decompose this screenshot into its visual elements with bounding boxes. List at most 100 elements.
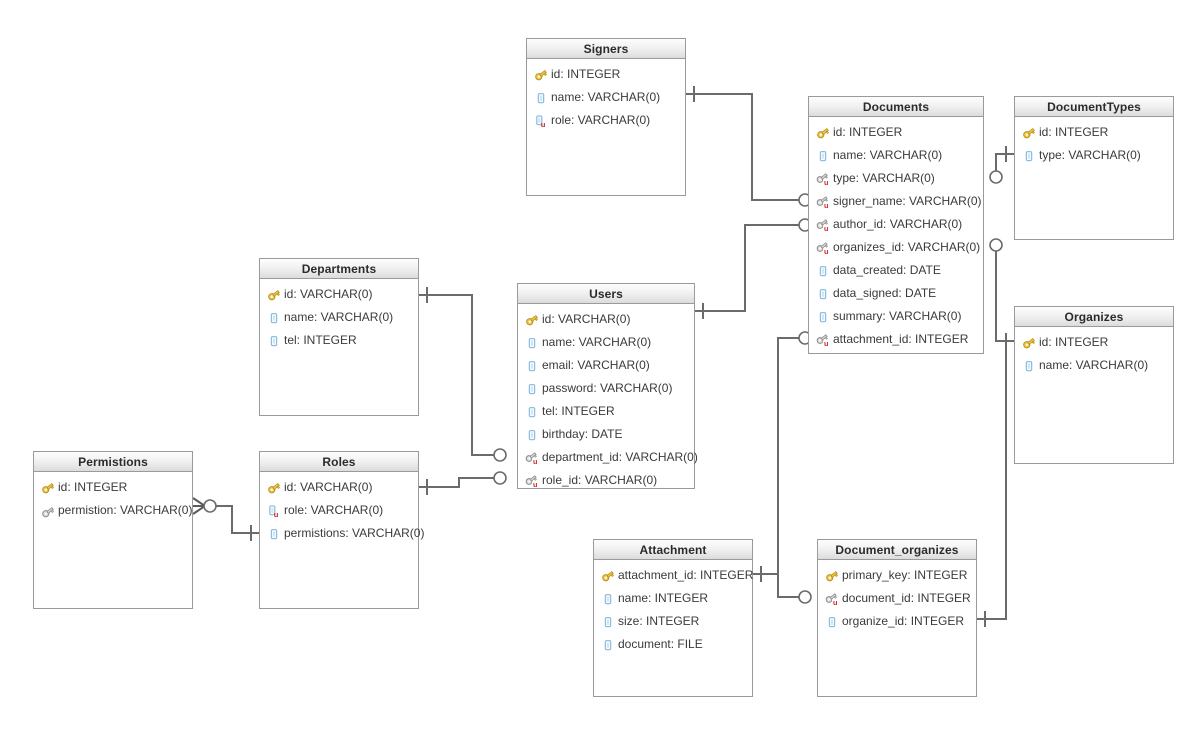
attribute-row[interactable]: name: VARCHAR(0)	[518, 331, 694, 354]
attribute-row[interactable]: data_created: DATE	[809, 259, 983, 282]
attribute-label: id: VARCHAR(0)	[542, 312, 631, 326]
attribute-row[interactable]: u role: VARCHAR(0)	[527, 109, 685, 132]
attribute-row[interactable]: u role_id: VARCHAR(0)	[518, 469, 694, 492]
attribute-row[interactable]: id: VARCHAR(0)	[260, 476, 418, 499]
attribute-label: document: FILE	[618, 637, 703, 651]
connector-signers-documents	[686, 86, 812, 207]
column-icon	[604, 593, 612, 604]
foreign-key-icon: u	[816, 172, 830, 186]
attribute-row[interactable]: attachment_id: INTEGER	[594, 564, 754, 587]
attribute-row[interactable]: tel: INTEGER	[260, 329, 418, 352]
primary-key-icon	[602, 570, 614, 581]
svg-text:u: u	[533, 480, 537, 488]
foreign-key-icon: u	[525, 451, 539, 465]
attribute-label: name: INTEGER	[618, 591, 709, 605]
attribute-label: organize_id: INTEGER	[842, 614, 965, 628]
primary-key-icon	[1022, 126, 1036, 140]
entity-documenttypes[interactable]: DocumentTypes id: INTEGER type: VARCHAR(…	[1014, 96, 1174, 240]
attribute-row[interactable]: permistions: VARCHAR(0)	[260, 522, 424, 545]
attribute-row[interactable]: name: INTEGER	[594, 587, 752, 610]
entity-documents[interactable]: Documents id: INTEGER name: VARCHAR(0) u…	[808, 96, 984, 354]
attribute-row[interactable]: name: VARCHAR(0)	[809, 144, 983, 167]
attribute-row[interactable]: data_signed: DATE	[809, 282, 983, 305]
attribute-row[interactable]: u type: VARCHAR(0)	[809, 167, 983, 190]
attribute-row[interactable]: organize_id: INTEGER	[818, 610, 976, 633]
primary-key-icon	[534, 68, 548, 82]
attribute-row[interactable]: id: INTEGER	[1015, 331, 1173, 354]
attribute-label: role_id: VARCHAR(0)	[542, 473, 658, 487]
attribute-row[interactable]: permistion: VARCHAR(0)	[34, 499, 192, 522]
attribute-row[interactable]: email: VARCHAR(0)	[518, 354, 694, 377]
entity-signers[interactable]: Signers id: INTEGER name: VARCHAR(0) u r…	[526, 38, 686, 196]
column-icon	[270, 528, 278, 539]
attribute-row[interactable]: u signer_name: VARCHAR(0)	[809, 190, 983, 213]
attribute-row[interactable]: birthday: DATE	[518, 423, 694, 446]
attribute-row[interactable]: password: VARCHAR(0)	[518, 377, 694, 400]
attribute-label: data_signed: DATE	[833, 286, 937, 300]
entity-title-organizes: Organizes	[1015, 307, 1173, 327]
entity-permistions[interactable]: Permistions id: INTEGER permistion: VARC…	[33, 451, 193, 609]
attribute-row[interactable]: u department_id: VARCHAR(0)	[518, 446, 698, 469]
attribute-row[interactable]: document: FILE	[594, 633, 752, 656]
entity-attributes-permistions: id: INTEGER permistion: VARCHAR(0)	[34, 472, 192, 522]
column-icon	[537, 92, 545, 103]
entity-document_organizes[interactable]: Document_organizes primary_key: INTEGER …	[817, 539, 977, 697]
attribute-label: summary: VARCHAR(0)	[833, 309, 962, 323]
column-icon	[525, 382, 539, 396]
column-icon	[816, 287, 830, 301]
attribute-label: id: INTEGER	[1039, 125, 1109, 139]
column-icon	[604, 616, 612, 627]
attribute-row[interactable]: id: INTEGER	[809, 121, 983, 144]
attribute-label: name: VARCHAR(0)	[542, 335, 652, 349]
attribute-label: attachment_id: INTEGER	[618, 568, 754, 582]
attribute-row[interactable]: u author_id: VARCHAR(0)	[809, 213, 983, 236]
column-icon	[601, 615, 615, 629]
attribute-row[interactable]: type: VARCHAR(0)	[1015, 144, 1173, 167]
column-icon	[825, 615, 839, 629]
attribute-row[interactable]: size: INTEGER	[594, 610, 752, 633]
attribute-row[interactable]: id: INTEGER	[34, 476, 192, 499]
attribute-row[interactable]: id: VARCHAR(0)	[260, 283, 418, 306]
entity-attributes-documenttypes: id: INTEGER type: VARCHAR(0)	[1015, 117, 1173, 167]
unique-column-icon: u	[536, 114, 546, 128]
svg-text:u: u	[541, 120, 546, 128]
attribute-row[interactable]: id: VARCHAR(0)	[518, 308, 694, 331]
attribute-row[interactable]: id: INTEGER	[527, 63, 685, 86]
entity-attributes-users: id: VARCHAR(0) name: VARCHAR(0) email: V…	[518, 304, 698, 492]
column-icon	[828, 616, 836, 627]
entity-departments[interactable]: Departments id: VARCHAR(0) name: VARCHAR…	[259, 258, 419, 416]
entity-title-attachment: Attachment	[594, 540, 752, 560]
attribute-row[interactable]: name: VARCHAR(0)	[1015, 354, 1173, 377]
entity-organizes[interactable]: Organizes id: INTEGER name: VARCHAR(0)	[1014, 306, 1174, 464]
column-icon	[601, 592, 615, 606]
connector-users-documents	[695, 218, 812, 319]
attribute-row[interactable]: u organizes_id: VARCHAR(0)	[809, 236, 983, 259]
column-icon	[525, 428, 539, 442]
entity-roles[interactable]: Roles id: VARCHAR(0) u role: VARCHAR(0) …	[259, 451, 424, 609]
attribute-row[interactable]: name: VARCHAR(0)	[527, 86, 685, 109]
connector-roles-users	[419, 471, 507, 495]
attribute-row[interactable]: u attachment_id: INTEGER	[809, 328, 983, 351]
attribute-row[interactable]: u role: VARCHAR(0)	[260, 499, 418, 522]
column-icon	[528, 406, 536, 417]
entity-users[interactable]: Users id: VARCHAR(0) name: VARCHAR(0) em…	[517, 283, 698, 492]
attribute-row[interactable]: id: INTEGER	[1015, 121, 1173, 144]
entity-attributes-departments: id: VARCHAR(0) name: VARCHAR(0) tel: INT…	[260, 279, 418, 352]
foreign-key-icon: u	[816, 218, 830, 232]
attribute-row[interactable]: name: VARCHAR(0)	[260, 306, 418, 329]
attribute-label: role: VARCHAR(0)	[551, 113, 651, 127]
attribute-row[interactable]: u document_id: INTEGER	[818, 587, 976, 610]
column-icon	[819, 311, 827, 322]
entity-attributes-attachment: attachment_id: INTEGER name: INTEGER siz…	[594, 560, 754, 656]
entity-attributes-organizes: id: INTEGER name: VARCHAR(0)	[1015, 327, 1173, 377]
primary-key-icon	[1023, 337, 1035, 348]
foreign-key-icon: u	[816, 195, 830, 209]
column-icon	[267, 527, 281, 541]
attribute-row[interactable]: tel: INTEGER	[518, 400, 694, 423]
primary-key-icon	[826, 570, 838, 581]
column-icon	[819, 150, 827, 161]
entity-attachment[interactable]: Attachment attachment_id: INTEGER name: …	[593, 539, 753, 697]
attribute-row[interactable]: summary: VARCHAR(0)	[809, 305, 983, 328]
attribute-row[interactable]: primary_key: INTEGER	[818, 564, 976, 587]
